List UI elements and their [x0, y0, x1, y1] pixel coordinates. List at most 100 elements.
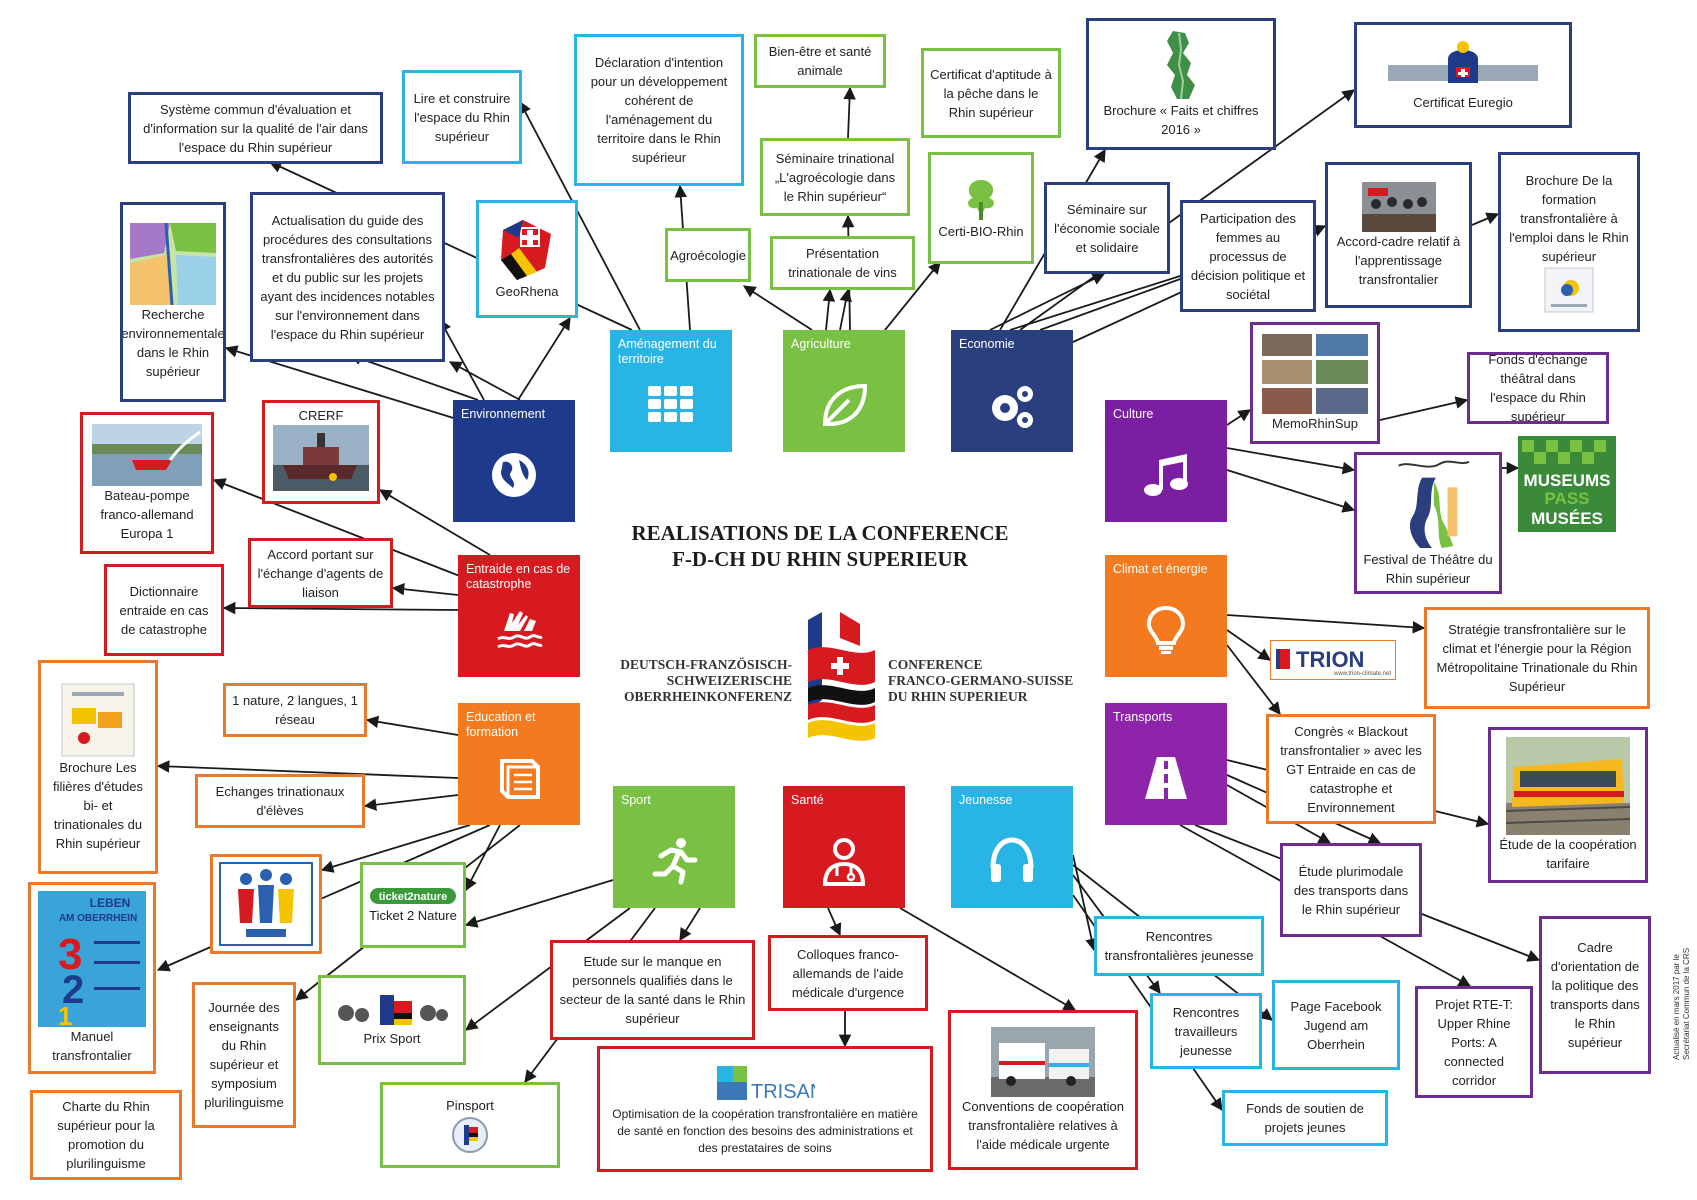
box-certi-bio-rhin-text: Certi-BIO-Rhin — [938, 223, 1024, 239]
tile-agriculture[interactable]: Agriculture — [783, 330, 905, 452]
box-certificat-euregio[interactable]: Certificat Euregio — [1354, 22, 1572, 128]
box-pinsport-text: Pinsport — [446, 1097, 494, 1113]
box-lire-construire[interactable]: Lire et construire l'espace du Rhin supé… — [402, 70, 522, 164]
tile-sante[interactable]: Santé — [783, 786, 905, 908]
connector-arrow — [464, 907, 631, 1031]
tile-economie[interactable]: Economie — [951, 330, 1073, 452]
book-icon — [500, 759, 540, 799]
ticket2nature-logo-icon: ticket2nature — [370, 887, 456, 904]
connector-arrow — [464, 879, 614, 928]
box-cooperation-tarifaire[interactable]: Étude de la coopération tarifaire — [1488, 727, 1648, 883]
box-brochure-faits-chiffres-text: Brochure « Faits et chiffres 2016 » — [1103, 103, 1259, 137]
organizer-fr: CONFERENCE FRANCO-GERMANO-SUISSE DU RHIN… — [888, 657, 1108, 705]
box-recherche-environnementale-text: Recherche environnementale dans le Rhin … — [121, 307, 225, 379]
box-projet-rte-t[interactable]: Projet RTE-T: Upper Rhine Ports: A conne… — [1415, 986, 1533, 1098]
tile-jeunesse[interactable]: Jeunesse — [951, 786, 1073, 908]
box-echanges-eleves[interactable]: Echanges trinationaux d'élèves — [195, 774, 365, 828]
box-fonds-projets-jeunes-text: Fonds de soutien de projets jeunes — [1246, 1101, 1364, 1135]
tile-climat-label: Climat et énergie — [1113, 562, 1208, 576]
box-journee-enseignants-text: Journée des enseignants du Rhin supérieu… — [204, 1000, 284, 1110]
box-presentation-vins[interactable]: Présentation trinationale de vins — [770, 236, 915, 290]
box-brochure-filieres[interactable]: Brochure Les filières d'études bi- et tr… — [38, 660, 158, 874]
box-strategie-climat[interactable]: Stratégie transfrontalière sur le climat… — [1424, 607, 1650, 709]
region-map-icon — [130, 223, 216, 305]
box-guide-procedures[interactable]: Actualisation du guide des procédures de… — [250, 192, 445, 362]
box-journee-enseignants[interactable]: Journée des enseignants du Rhin supérieu… — [192, 982, 296, 1128]
box-prix-sport[interactable]: Prix Sport — [318, 975, 466, 1065]
box-page-facebook[interactable]: Page Facebook Jugend am Oberrhein — [1272, 980, 1400, 1070]
tile-sport[interactable]: Sport — [613, 786, 735, 908]
ambulance-photo-icon — [991, 1026, 1095, 1097]
tile-amenagement[interactable]: Aménagement du territoire — [610, 330, 732, 452]
box-etude-plurimodale[interactable]: Étude plurimodale des transports dans le… — [1280, 843, 1422, 937]
box-certificat-peche[interactable]: Certificat d'aptitude à la pêche dans le… — [921, 48, 1061, 138]
box-trisan[interactable]: TRISAN Optimisation de la coopération tr… — [597, 1046, 933, 1172]
box-air-quality-system[interactable]: Système commun d'évaluation et d'informa… — [128, 92, 383, 164]
svg-text:MUSEUMS: MUSEUMS — [1524, 471, 1611, 490]
box-rencontres-travailleurs[interactable]: Rencontres travailleurs jeunesse — [1150, 993, 1262, 1069]
georhena-logo-icon — [501, 219, 551, 280]
box-manuel-transfrontalier-text: Manuel transfrontalier — [52, 1029, 132, 1063]
connector-arrow — [1039, 267, 1207, 331]
box-brochure-faits-chiffres[interactable]: Brochure « Faits et chiffres 2016 » — [1086, 18, 1276, 150]
box-georhena[interactable]: GeoRhena — [476, 200, 578, 318]
box-conventions-aide-medicale[interactable]: Conventions de coopération transfrontali… — [948, 1010, 1138, 1170]
box-memorhinsup[interactable]: MemoRhinSup — [1250, 322, 1380, 444]
box-etude-personnels-sante[interactable]: Etude sur le manque en personnels qualif… — [550, 940, 755, 1040]
box-economie-sociale[interactable]: Séminaire sur l'économie sociale et soli… — [1044, 182, 1170, 274]
tile-transports[interactable]: Transports — [1105, 703, 1227, 825]
connector-arrow — [363, 794, 459, 811]
box-accord-agents-liaison[interactable]: Accord portant sur l'échange d'agents de… — [248, 538, 393, 608]
tile-catastrophe[interactable]: Entraide en cas de catastrophe — [458, 555, 580, 677]
box-page-facebook-text: Page Facebook Jugend am Oberrhein — [1290, 998, 1382, 1052]
tile-culture[interactable]: Culture — [1105, 400, 1227, 522]
box-congres-blackout-text: Congrès « Blackout transfrontalier » ave… — [1280, 723, 1422, 815]
box-accord-cadre-apprentissage-text: Accord-cadre relatif à l'apprentissage t… — [1336, 233, 1461, 287]
box-certificat-euregio-text: Certificat Euregio — [1413, 94, 1513, 110]
box-fonds-echange-theatral[interactable]: Fonds d'échange théâtral dans l'espace d… — [1467, 352, 1609, 424]
connector-arrow — [1226, 447, 1356, 475]
box-bateau-pompe[interactable]: Bateau-pompe franco-allemand Europa 1 — [80, 412, 214, 554]
box-ticket-2-nature[interactable]: ticket2nature Ticket 2 Nature — [360, 862, 466, 948]
box-festival-theatre[interactable]: Festival de Théâtre du Rhin supérieur — [1354, 452, 1502, 594]
tile-environnement[interactable]: Environnement — [453, 400, 575, 522]
box-seminaire-agroecologie[interactable]: Séminaire trinational „L'agroécologie da… — [760, 138, 910, 216]
box-accord-cadre-apprentissage[interactable]: Accord-cadre relatif à l'apprentissage t… — [1325, 162, 1472, 308]
box-recherche-environnementale[interactable]: Recherche environnementale dans le Rhin … — [120, 202, 226, 402]
box-brochure-formation-emploi[interactable]: Brochure De la formation transfrontalièr… — [1498, 152, 1640, 332]
box-participation-femmes[interactable]: Participation des femmes au processus de… — [1180, 200, 1316, 312]
connector-arrow — [1226, 469, 1356, 513]
update-note-line2: Secrétariat Commun de la CRS — [1682, 947, 1691, 1060]
tile-education[interactable]: Education et formation — [458, 703, 580, 825]
box-cadre-orientation-transports[interactable]: Cadre d'orientation de la politique des … — [1539, 916, 1651, 1074]
box-charte-plurilinguisme[interactable]: Charte du Rhin supérieur pour la promoti… — [30, 1090, 182, 1180]
box-pinsport[interactable]: Pinsport — [380, 1082, 560, 1168]
box-conventions-aide-medicale-text: Conventions de coopération transfrontali… — [962, 1098, 1124, 1152]
box-1-nature-2-langues[interactable]: 1 nature, 2 langues, 1 réseau — [223, 683, 367, 737]
box-trischola[interactable] — [210, 854, 322, 954]
headphones-icon — [990, 837, 1034, 882]
connector-arrow — [1072, 854, 1098, 952]
box-declaration-intention[interactable]: Déclaration d'intention pour un développ… — [574, 34, 744, 186]
svg-text:3: 3 — [58, 930, 82, 979]
box-crerf[interactable]: CRERF — [262, 400, 380, 504]
svg-text:TRION: TRION — [1296, 647, 1364, 672]
diagram-title: REALISATIONS DE LA CONFERENCE F-D-CH DU … — [600, 520, 1040, 572]
box-congres-blackout[interactable]: Congrès « Blackout transfrontalier » ave… — [1266, 714, 1436, 824]
diagram-title-line1: REALISATIONS DE LA CONFERENCE — [631, 521, 1009, 545]
box-bien-etre-animale[interactable]: Bien-être et santé animale — [754, 34, 886, 88]
box-strategie-climat-text: Stratégie transfrontalière sur le climat… — [1436, 622, 1638, 694]
lightbulb-icon — [1146, 605, 1186, 654]
box-dictionnaire-entraide[interactable]: Dictionnaire entraide en cas de catastro… — [104, 564, 224, 656]
box-memorhinsup-text: MemoRhinSup — [1272, 415, 1358, 431]
box-rencontres-jeunesse[interactable]: Rencontres transfrontalières jeunesse — [1094, 916, 1264, 976]
tile-climat[interactable]: Climat et énergie — [1105, 555, 1227, 677]
gears-icon — [992, 386, 1033, 428]
box-colloques-aide-medicale[interactable]: Colloques franco-allemands de l'aide méd… — [768, 935, 928, 1011]
box-certi-bio-rhin[interactable]: Certi-BIO-Rhin — [928, 152, 1034, 264]
box-fonds-projets-jeunes[interactable]: Fonds de soutien de projets jeunes — [1222, 1090, 1388, 1146]
box-agroecologie[interactable]: Agroécologie — [665, 228, 751, 282]
